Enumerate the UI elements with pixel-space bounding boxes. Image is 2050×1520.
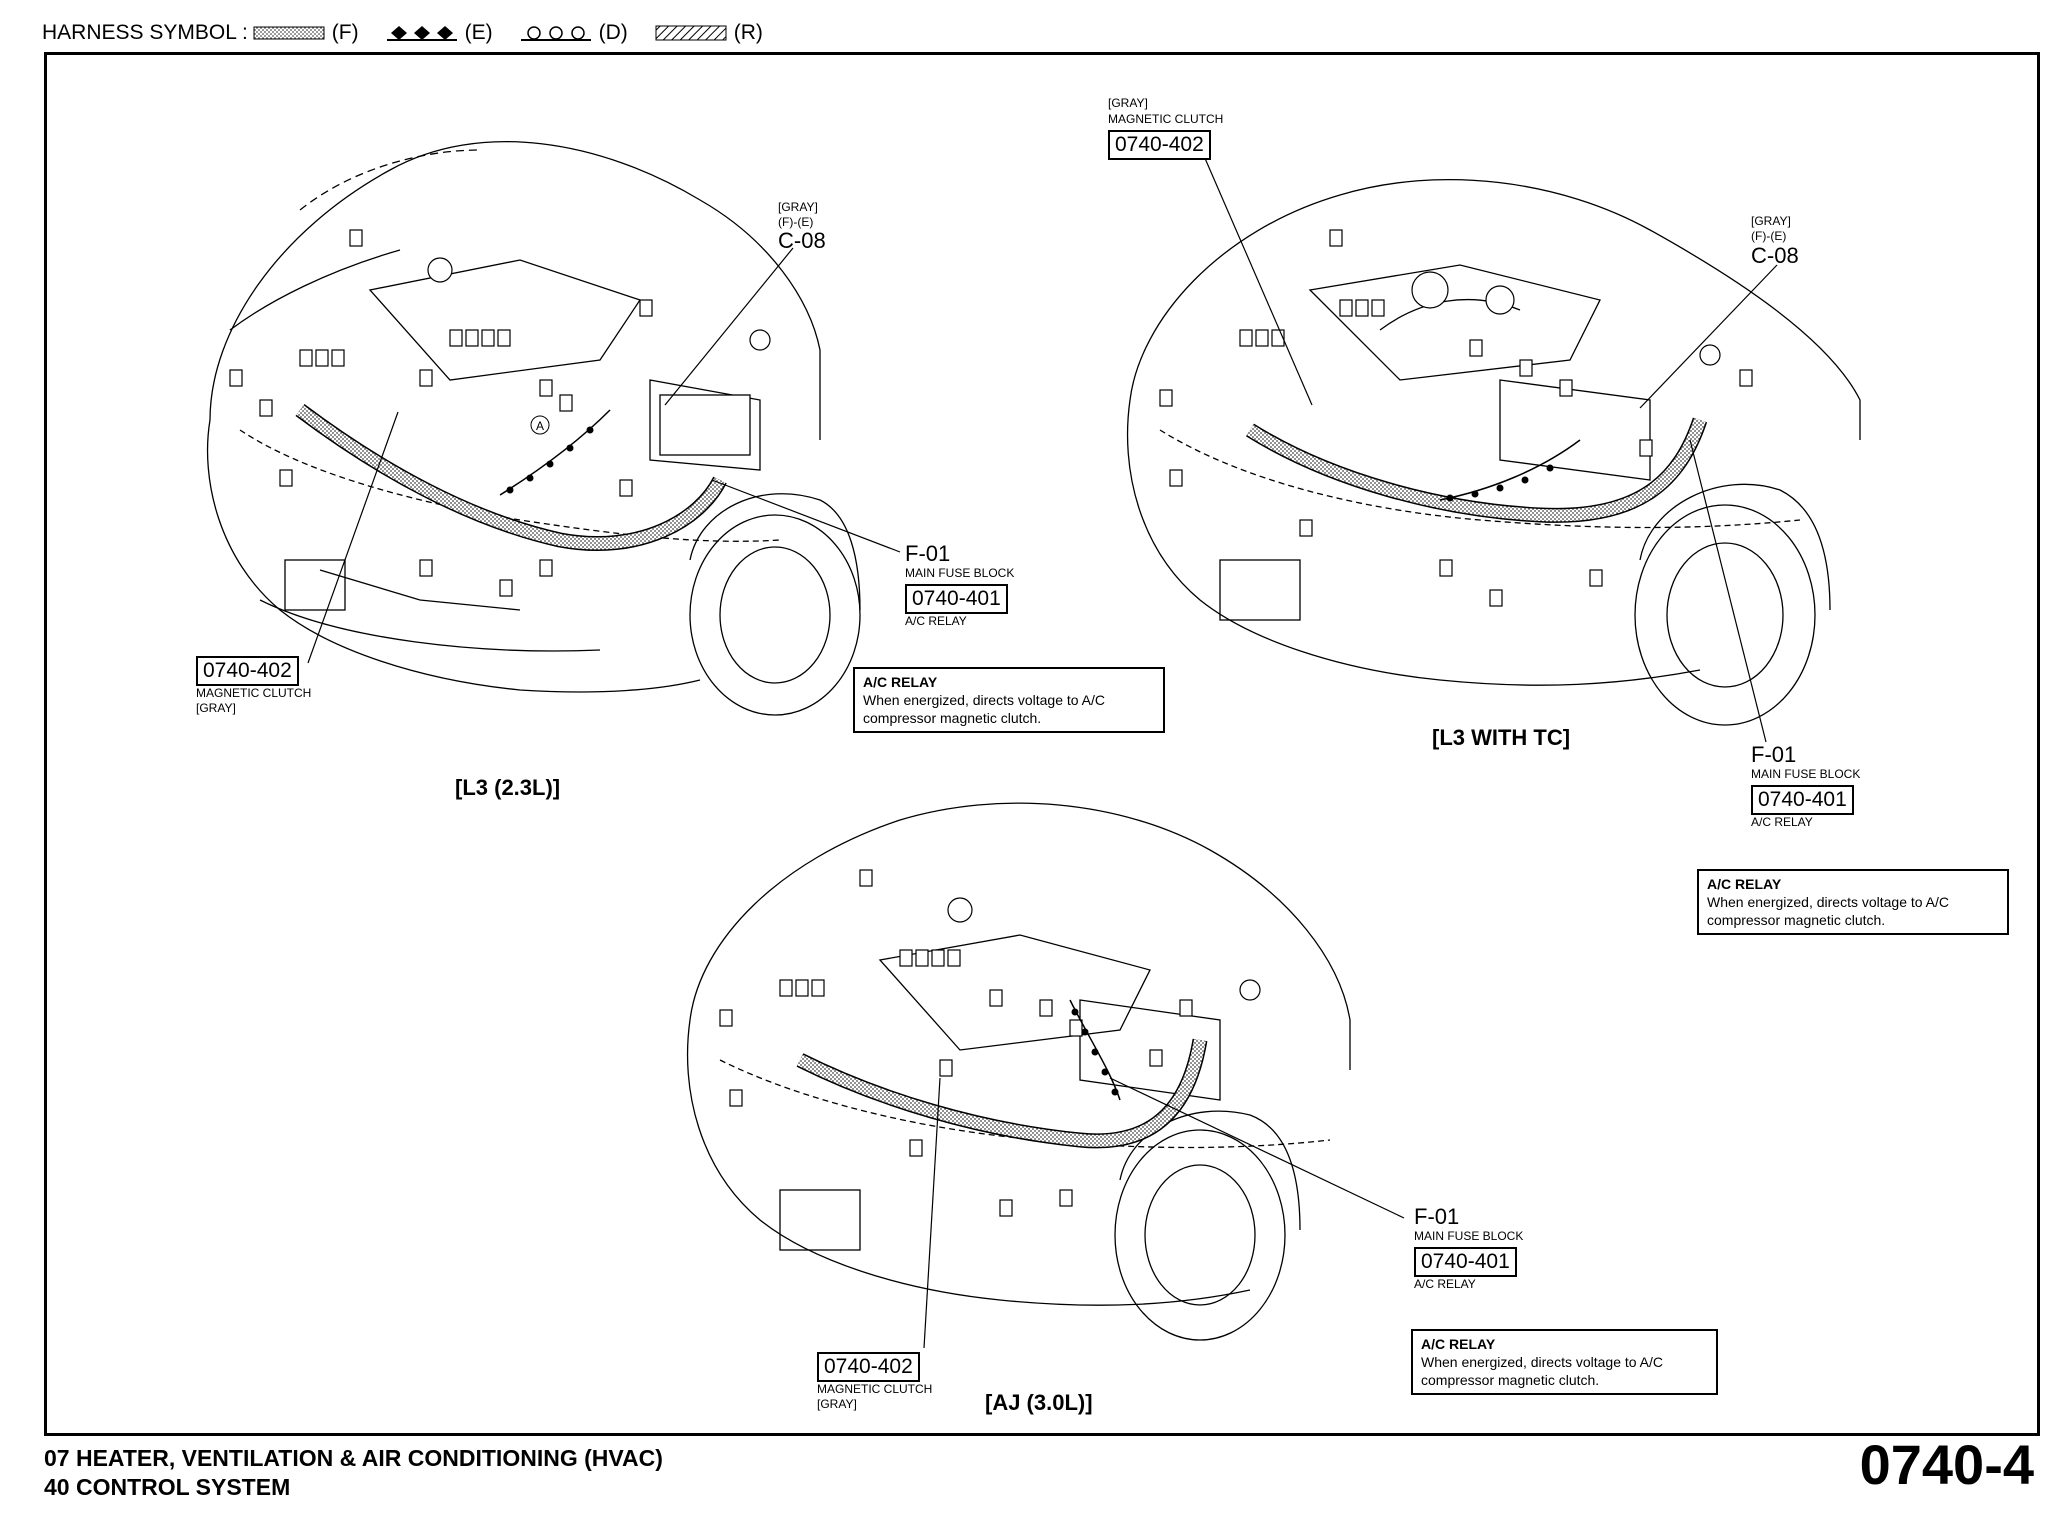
l3tc-clutch-color-tag: [GRAY] — [1108, 96, 1148, 110]
l3-clutch-name: MAGNETIC CLUTCH — [196, 686, 312, 700]
legend-label-e: (E) — [464, 21, 493, 44]
l3-note-text: When energized, directs voltage to A/C c… — [863, 692, 1106, 726]
l3-f01-ref-box[interactable]: 0740-401 — [905, 584, 1008, 614]
l3tc-c08-connector-code: C-08 — [1751, 243, 1799, 268]
l3tc-harness-e — [1439, 439, 1581, 502]
legend-prefix: HARNESS SYMBOL : — [42, 21, 248, 44]
l3tc-c08-color-tag: [GRAY] — [1751, 214, 1791, 228]
l3-leader-lines — [307, 247, 901, 664]
car-l3-drawing — [206, 141, 861, 716]
hatch-harness-symbol — [655, 25, 727, 41]
aj-connectors — [719, 869, 1261, 1217]
l3tc-f01-connector-code: F-01 — [1751, 742, 1797, 767]
aj-f01-item: A/C RELAY — [1414, 1277, 1476, 1291]
aj-clutch-color-tag: [GRAY] — [817, 1397, 857, 1411]
footer-subsection-line: 40 CONTROL SYSTEM — [44, 1474, 291, 1500]
l3tc-note-text: When energized, directs voltage to A/C c… — [1707, 894, 1950, 928]
aj-f01-name: MAIN FUSE BLOCK — [1414, 1229, 1524, 1243]
legend-label-r: (R) — [733, 21, 763, 44]
l3-c08-harness-sub: (F)-(E) — [778, 215, 814, 229]
diamond-harness-symbol — [386, 26, 457, 41]
aj-clutch-name: MAGNETIC CLUTCH — [817, 1382, 933, 1396]
diagram-frame — [44, 52, 2040, 1436]
l3-f01-name: MAIN FUSE BLOCK — [905, 566, 1015, 580]
section-footer: 07 HEATER, VENTILATION & AIR CONDITIONIN… — [44, 1444, 663, 1502]
l3tc-clutch-name: MAGNETIC CLUTCH — [1108, 112, 1224, 126]
l3-c08-connector-code: C-08 — [778, 228, 826, 253]
aj-note-text: When energized, directs voltage to A/C c… — [1421, 1354, 1664, 1388]
l3tc-c08-harness-sub: (F)-(E) — [1751, 229, 1787, 243]
legend-label-d: (D) — [598, 21, 628, 44]
l3-f01-item: A/C RELAY — [905, 614, 967, 628]
stipple-harness-symbol — [253, 26, 325, 40]
aj-harness-e — [1069, 999, 1121, 1101]
l3-view-title: [L3 (2.3L)] — [455, 775, 561, 800]
l3-ac-relay-note: A/C RELAY When energized, directs voltag… — [853, 667, 1165, 733]
l3-marker-a: A — [536, 419, 544, 433]
l3tc-clutch-ref-box[interactable]: 0740-402 — [1108, 130, 1211, 160]
l3-harness-e — [499, 409, 611, 496]
aj-f01-ref-box[interactable]: 0740-401 — [1414, 1247, 1517, 1277]
aj-note-title: A/C RELAY — [1421, 1336, 1496, 1352]
l3tc-ac-relay-note: A/C RELAY When energized, directs voltag… — [1697, 869, 2009, 935]
harness-symbol-legend: HARNESS SYMBOL : (F) (E) (D) (R) — [42, 18, 785, 48]
l3-connectors — [229, 229, 771, 597]
aj-leader-lines — [923, 1077, 1405, 1349]
l3tc-f01-item: A/C RELAY — [1751, 815, 1813, 829]
l3tc-f01-name: MAIN FUSE BLOCK — [1751, 767, 1861, 781]
footer-section-line: 07 HEATER, VENTILATION & AIR CONDITIONIN… — [44, 1445, 663, 1471]
l3-clutch-ref-box[interactable]: 0740-402 — [196, 656, 299, 686]
aj-clutch-ref-box[interactable]: 0740-402 — [817, 1352, 920, 1382]
l3-note-title: A/C RELAY — [863, 674, 938, 690]
l3-f01-connector-code: F-01 — [905, 541, 951, 566]
l3tc-connectors — [1159, 229, 1753, 607]
page-number: 0740-4 — [1859, 1433, 2034, 1496]
car-l3tc-drawing — [1126, 179, 1861, 726]
legend-label-f: (F) — [331, 21, 359, 44]
circle-harness-symbol — [520, 26, 591, 41]
l3-clutch-color-tag: [GRAY] — [196, 701, 236, 715]
aj-view-title: [AJ (3.0L)] — [985, 1390, 1093, 1415]
aj-f01-connector-code: F-01 — [1414, 1204, 1460, 1229]
l3tc-note-title: A/C RELAY — [1707, 876, 1782, 892]
l3tc-view-title: [L3 WITH TC] — [1432, 725, 1571, 750]
l3tc-f01-ref-box[interactable]: 0740-401 — [1751, 785, 1854, 815]
l3-c08-color-tag: [GRAY] — [778, 200, 818, 214]
car-aj-drawing — [686, 802, 1351, 1341]
aj-ac-relay-note: A/C RELAY When energized, directs voltag… — [1411, 1329, 1718, 1395]
l3tc-leader-lines — [1203, 155, 1778, 743]
